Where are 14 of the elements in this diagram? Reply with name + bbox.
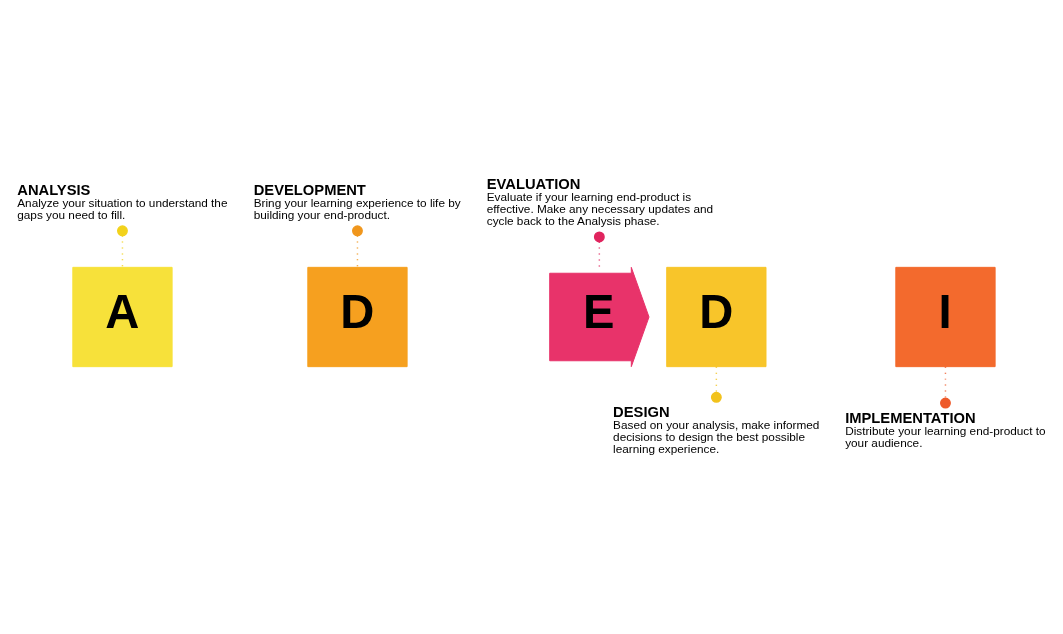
- connector: [593, 231, 605, 268]
- node-text: IMPLEMENTATION Distribute your learning end-product to your audience.: [845, 409, 1046, 449]
- connector: [710, 366, 722, 403]
- node-box: A: [72, 266, 173, 368]
- node-text: DESIGN Based on your analysis, make informed decisions to design the best possible learning experience.: [613, 403, 820, 455]
- node-box: I: [895, 266, 996, 368]
- node-box: D: [666, 266, 767, 368]
- node-box: D: [307, 266, 408, 368]
- node-text: DEVELOPMENT Bring your learning experience to life by building your end-product.: [253, 181, 461, 221]
- node-text: EVALUATION Evaluate if your learning end-product is effective. Make any necessary updates and cycle back to the Analysis phase.: [486, 175, 714, 227]
- connector: [352, 225, 363, 268]
- node-text: ANALYSIS Analyze your situation to understand the gaps you need to fill.: [17, 181, 228, 221]
- connector: [940, 366, 951, 409]
- connector: [117, 225, 128, 268]
